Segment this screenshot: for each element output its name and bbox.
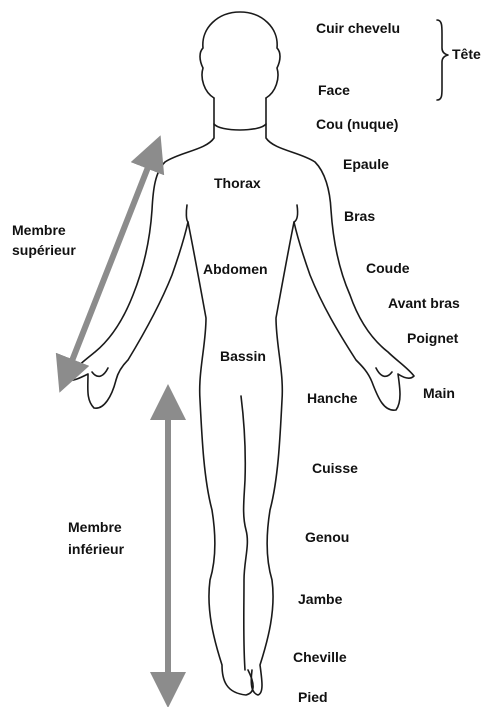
label-avant-bras: Avant bras: [388, 295, 460, 312]
left-inner-arm: [186, 205, 188, 222]
label-cuir-chevelu: Cuir chevelu: [316, 20, 400, 37]
label-main: Main: [423, 385, 455, 402]
neck-detail: [214, 124, 266, 130]
label-membre-inferieur-line1: Membre: [68, 519, 122, 536]
head-outline: [200, 12, 280, 98]
label-thorax: Thorax: [214, 175, 261, 192]
upper-limb-arrow: [66, 152, 154, 376]
left-hand-detail: [92, 368, 108, 376]
label-jambe: Jambe: [298, 591, 342, 608]
label-genou: Genou: [305, 529, 349, 546]
label-cou: Cou (nuque): [316, 116, 398, 133]
label-cheville: Cheville: [293, 649, 347, 666]
label-membre-superieur-line2: supérieur: [12, 242, 76, 259]
limb-arrows: [66, 152, 168, 690]
label-cuisse: Cuisse: [312, 460, 358, 477]
right-inner-arm: [294, 205, 298, 222]
head-brace: [437, 20, 448, 100]
label-epaule: Epaule: [343, 156, 389, 173]
label-membre-superieur-line1: Membre: [12, 222, 66, 239]
label-bassin: Bassin: [220, 348, 266, 365]
label-bras: Bras: [344, 208, 375, 225]
inner-leg-line: [241, 396, 247, 670]
label-membre-inferieur-line2: inférieur: [68, 541, 124, 558]
label-face: Face: [318, 82, 350, 99]
label-pied: Pied: [298, 689, 328, 706]
right-hand-detail: [376, 368, 392, 376]
label-coude: Coude: [366, 260, 410, 277]
label-hanche: Hanche: [307, 390, 358, 407]
label-poignet: Poignet: [407, 330, 458, 347]
label-abdomen: Abdomen: [203, 261, 268, 278]
label-tete: Tête: [452, 46, 481, 63]
